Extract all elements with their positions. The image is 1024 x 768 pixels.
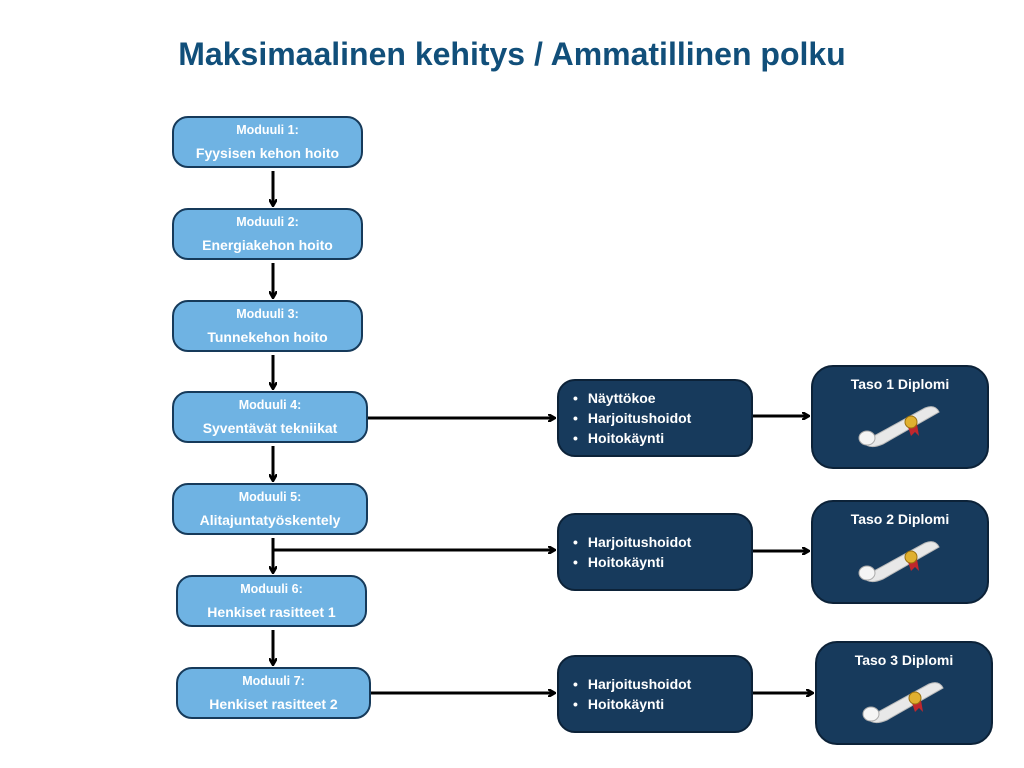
module-2-box: Moduuli 2: Energiakehon hoito (172, 208, 363, 260)
module-name: Syventävät tekniikat (202, 420, 338, 436)
requirement-item: Hoitokäynti (573, 694, 751, 714)
module-header: Moduuli 4: (238, 398, 302, 412)
module-name: Fyysisen kehon hoito (195, 145, 340, 161)
diploma-title: Taso 2 Diplomi (850, 511, 950, 527)
requirement-item: Harjoitushoidot (573, 532, 751, 552)
module-6-box: Moduuli 6: Henkiset rasitteet 1 (176, 575, 367, 627)
module-5-box: Moduuli 5: Alitajuntatyöskentely (172, 483, 368, 535)
module-1-box: Moduuli 1: Fyysisen kehon hoito (172, 116, 363, 168)
diploma-scroll-icon (858, 406, 940, 448)
module-header: Moduuli 3: (236, 307, 299, 321)
module-7-box: Moduuli 7: Henkiset rasitteet 2 (176, 667, 371, 719)
module-name: Energiakehon hoito (202, 237, 333, 253)
module-name: Alitajuntatyöskentely (199, 512, 341, 528)
module-name: Henkiset rasitteet 1 (207, 604, 336, 620)
requirement-item: Hoitokäynti (573, 428, 751, 448)
module-header: Moduuli 7: (242, 674, 305, 688)
module-header: Moduuli 6: (240, 582, 303, 596)
module-header: Moduuli 1: (236, 123, 299, 137)
module-name: Henkiset rasitteet 2 (209, 696, 338, 712)
requirement-item: Hoitokäynti (573, 552, 751, 572)
diploma-level-1: Taso 1 Diplomi (811, 365, 989, 469)
page-title: Maksimaalinen kehitys / Ammatillinen pol… (178, 36, 846, 72)
diploma-title: Taso 3 Diplomi (854, 652, 954, 668)
requirements-level-2: Harjoitushoidot Hoitokäynti (557, 513, 753, 591)
module-header: Moduuli 5: (238, 490, 302, 504)
requirement-item: Näyttökoe (573, 388, 751, 408)
requirement-item: Harjoitushoidot (573, 674, 751, 694)
diploma-scroll-icon (862, 682, 944, 724)
module-name: Tunnekehon hoito (207, 329, 328, 345)
requirements-level-3: Harjoitushoidot Hoitokäynti (557, 655, 753, 733)
diploma-level-3: Taso 3 Diplomi (815, 641, 993, 745)
diploma-level-2: Taso 2 Diplomi (811, 500, 989, 604)
module-3-box: Moduuli 3: Tunnekehon hoito (172, 300, 363, 352)
diploma-title: Taso 1 Diplomi (850, 376, 950, 392)
module-header: Moduuli 2: (236, 215, 299, 229)
requirements-level-1: Näyttökoe Harjoitushoidot Hoitokäynti (557, 379, 753, 457)
module-4-box: Moduuli 4: Syventävät tekniikat (172, 391, 368, 443)
requirement-item: Harjoitushoidot (573, 408, 751, 428)
diploma-scroll-icon (858, 541, 940, 583)
